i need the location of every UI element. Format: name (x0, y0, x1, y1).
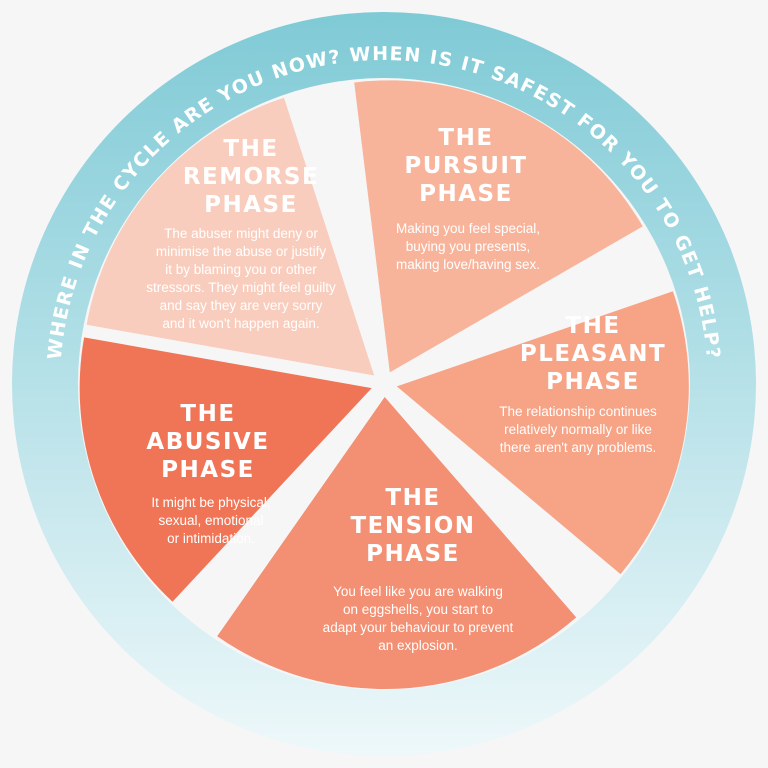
tension-phase-description: You feel like you are walking on eggshel… (323, 583, 514, 655)
desc-line: relatively normally or like (504, 422, 652, 437)
desc-line: buying you presents, (405, 239, 531, 254)
title-line: THE (565, 313, 621, 339)
abusive-phase-description: It might be physical, sexual, emotional … (151, 494, 270, 548)
desc-line: or intimidation. (167, 531, 255, 546)
desc-line: The relationship continues (499, 404, 657, 419)
desc-line: sexual, emotional (158, 513, 264, 528)
title-line: THE (180, 401, 236, 427)
pursuit-phase-description: Making you feel special, buying you pres… (396, 220, 540, 274)
title-line: REMORSE (182, 164, 320, 190)
title-line: PHASE (161, 457, 255, 483)
title-line: THE (385, 485, 441, 511)
tension-phase-wedge (217, 397, 577, 689)
desc-line: on eggshells, you start to (342, 602, 494, 617)
remorse-phase-wedge (86, 97, 375, 376)
title-line: PHASE (419, 181, 513, 207)
pleasant-phase-wedge (396, 291, 689, 575)
pleasant-phase-description: The relationship continues relatively no… (499, 403, 657, 457)
title-line: PURSUIT (404, 153, 528, 179)
abusive-phase-wedge (79, 337, 372, 602)
title-line: THE (438, 125, 494, 151)
desc-line: Making you feel special, (395, 221, 541, 236)
title-line: PHASE (366, 541, 460, 567)
pursuit-phase-wedge (354, 80, 643, 373)
pleasant-phase-title: THE PLEASANT PHASE (520, 312, 666, 396)
desc-line: it by blaming you or other (165, 262, 317, 277)
desc-line: an explosion. (378, 638, 458, 653)
title-line: PHASE (546, 369, 640, 395)
phase-wedges (79, 80, 689, 689)
title-line: THE (223, 136, 279, 162)
desc-line: making love/having sex. (395, 257, 541, 272)
desc-line: stressors. They might feel guilty (146, 280, 336, 295)
title-line: ABUSIVE (146, 429, 270, 455)
remorse-phase-description: The abuser might deny or minimise the ab… (146, 225, 336, 333)
title-line: TENSION (350, 513, 476, 539)
desc-line: You feel like you are walking (333, 584, 503, 599)
desc-line: there aren't any problems. (499, 440, 657, 455)
desc-line: It might be physical, (151, 495, 271, 510)
desc-line: and say they are very sorry (159, 298, 323, 313)
abusive-phase-title: THE ABUSIVE PHASE (146, 400, 269, 484)
desc-line: The abuser might deny or (164, 226, 318, 241)
title-line: PHASE (204, 192, 298, 218)
desc-line: minimise the abuse or justify (155, 244, 327, 259)
desc-line: adapt your behaviour to prevent (322, 620, 514, 635)
tension-phase-title: THE TENSION PHASE (350, 484, 475, 568)
pursuit-phase-title: THE PURSUIT PHASE (404, 124, 527, 208)
title-line: PLEASANT (519, 341, 667, 367)
desc-line: and it won't happen again. (162, 316, 320, 331)
remorse-phase-title: THE REMORSE PHASE (183, 135, 319, 219)
